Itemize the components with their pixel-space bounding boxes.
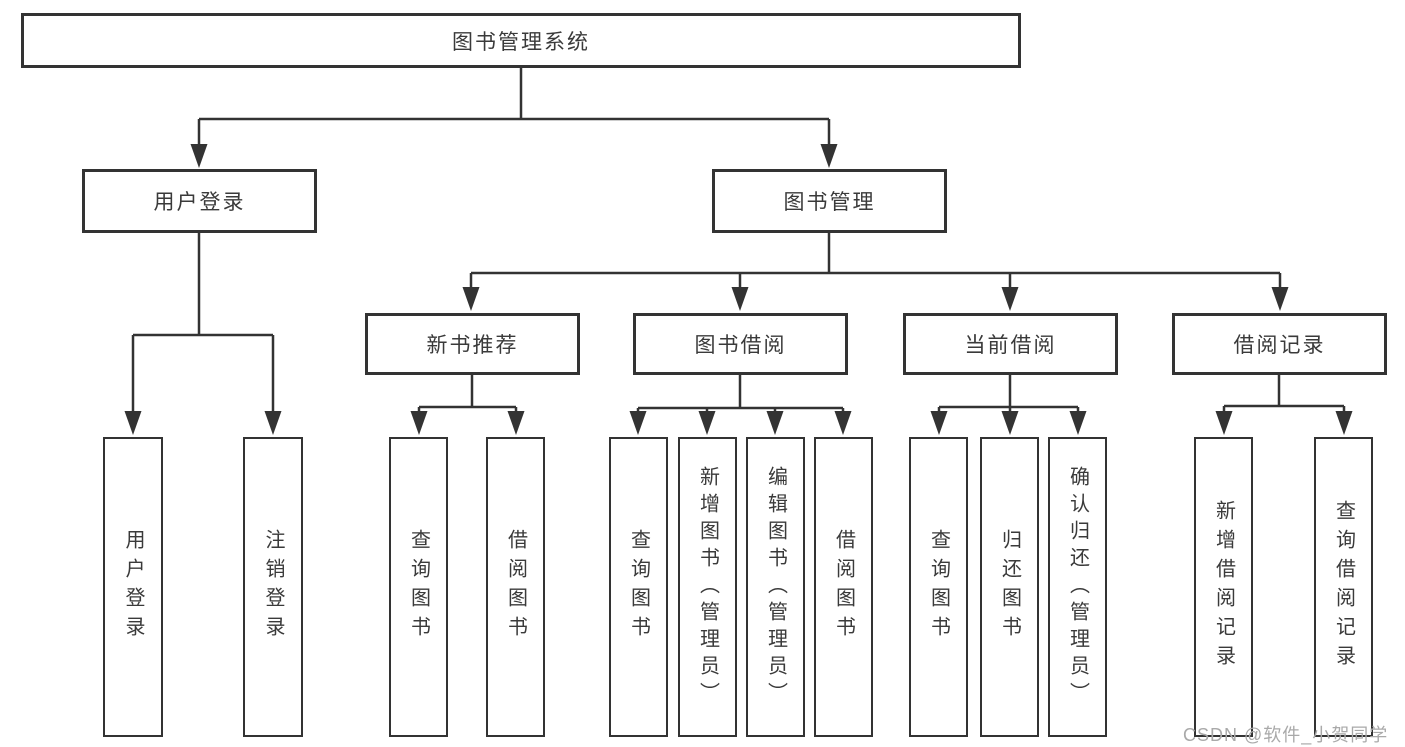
connector-root-to-level2 <box>197 68 831 146</box>
connector-userlogin-to-leaves <box>131 233 275 413</box>
connector-records-to-leaves <box>1222 375 1346 413</box>
node-library-system: 图书管理系统 <box>21 13 1021 68</box>
leaf-edit-book-admin: 编辑图书（管理员） <box>746 437 805 737</box>
connector-current-to-leaves <box>937 375 1080 413</box>
connector-borrow-to-leaves <box>636 375 845 413</box>
leaf-add-book-admin: 新增图书（管理员） <box>678 437 737 737</box>
leaf-borrow-book-recommend: 借阅图书 <box>486 437 545 737</box>
leaf-add-borrow-record: 新增借阅记录 <box>1194 437 1253 737</box>
leaf-user-login: 用户登录 <box>103 437 163 737</box>
node-book-borrow: 图书借阅 <box>633 313 848 375</box>
node-user-login: 用户登录 <box>82 169 317 233</box>
leaf-query-book-recommend: 查询图书 <box>389 437 448 737</box>
node-book-management: 图书管理 <box>712 169 947 233</box>
node-new-book-recommend: 新书推荐 <box>365 313 580 375</box>
leaf-query-book-current: 查询图书 <box>909 437 968 737</box>
leaf-query-book-borrow: 查询图书 <box>609 437 668 737</box>
connector-bookmgmt-to-level3 <box>469 233 1282 289</box>
leaf-return-book: 归还图书 <box>980 437 1039 737</box>
csdn-watermark: CSDN @软件_小贺同学 <box>1183 725 1389 745</box>
leaf-borrow-book: 借阅图书 <box>814 437 873 737</box>
leaf-query-borrow-record: 查询借阅记录 <box>1314 437 1373 737</box>
connector-newbook-to-leaves <box>417 375 518 413</box>
leaf-logout: 注销登录 <box>243 437 303 737</box>
leaf-confirm-return-admin: 确认归还（管理员） <box>1048 437 1107 737</box>
node-current-borrow: 当前借阅 <box>903 313 1118 375</box>
node-borrow-records: 借阅记录 <box>1172 313 1387 375</box>
arrowheads <box>124 144 1353 435</box>
